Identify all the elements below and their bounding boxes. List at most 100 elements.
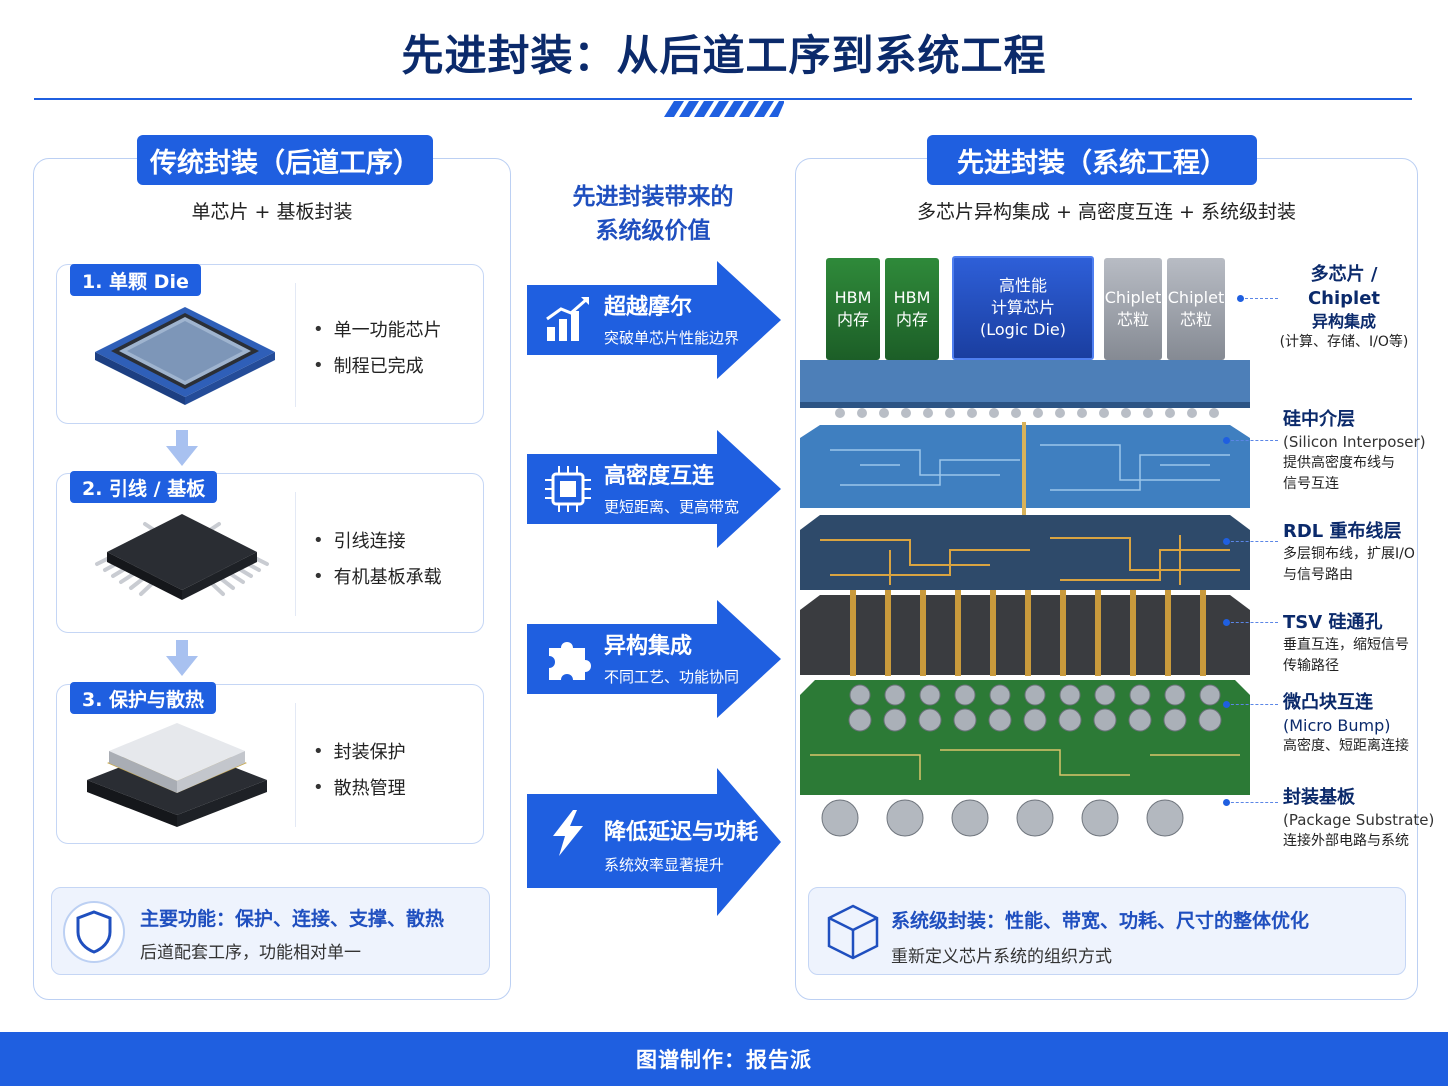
callout-chiplet: 多芯片 / Chiplet 异构集成 (计算、存储、I/O等) [1278, 263, 1410, 353]
advanced-packaging-subtitle: 多芯片异构集成 + 高密度互连 + 系统级封装 [917, 201, 1296, 223]
callout-desc: (计算、存储、I/O等) [1279, 334, 1409, 350]
down-arrow-icon [166, 640, 198, 676]
bullet-item: 制程已完成 [313, 347, 442, 383]
traditional-packaging-tag: 传统封装（后道工序） [137, 135, 433, 185]
advanced-summary-note: 系统级封装：性能、带宽、功耗、尺寸的整体优化 重新定义芯片系统的组织方式 [808, 887, 1406, 975]
callout-desc: 提供高密度布线与 [1283, 455, 1395, 471]
note-text: 重新定义芯片系统的组织方式 [891, 947, 1112, 967]
qfp-package-icon [95, 514, 269, 600]
benefit-title: 降低延迟与功耗 [604, 820, 759, 845]
callout-title: 多芯片 / Chiplet [1307, 264, 1381, 309]
center-heading-line1: 先进封装带来的 [572, 184, 734, 210]
callout-desc: 垂直互连，缩短信号 [1283, 637, 1409, 653]
cube-icon [827, 904, 879, 960]
traditional-summary-note: 主要功能：保护、连接、支撑、散热 后道配套工序，功能相对单一 [51, 887, 490, 975]
benefit-high-density-interconnect: 高密度互连 更短距离、更高带宽 [527, 430, 785, 548]
callout-dot [1223, 619, 1230, 626]
step-label-single-die: 1. 单颗 Die [70, 264, 201, 296]
callout-dot [1237, 295, 1244, 302]
step-bullets: 引线连接 有机基板承载 [313, 522, 442, 594]
title-divider [34, 98, 1412, 100]
bullet-item: 有机基板承载 [313, 558, 442, 594]
callout-dot [1223, 701, 1230, 708]
callout-desc: 连接外部电路与系统 [1283, 833, 1409, 849]
callout-title: 微凸块互连 [1283, 692, 1373, 713]
step-bullets: 封装保护 散热管理 [313, 733, 406, 805]
page-title: 先进封装：从后道工序到系统工程 [401, 31, 1047, 80]
bullet-item: 散热管理 [313, 769, 406, 805]
callout-dot [1223, 799, 1230, 806]
callout-leader [1226, 802, 1278, 803]
callout-desc: 与信号路由 [1283, 567, 1353, 583]
callout-leader [1226, 704, 1278, 705]
down-arrow-icon [166, 430, 198, 466]
chip-label: Chiplet [1167, 288, 1225, 307]
advanced-packaging-tag: 先进封装（系统工程） [927, 135, 1257, 185]
chiplet-chip: Chiplet 芯粒 [1104, 258, 1162, 360]
callout-en: 异构集成 [1311, 312, 1376, 331]
step-label-wire-bond: 2. 引线 / 基板 [70, 471, 218, 503]
callout-micro-bump: 微凸块互连 (Micro Bump) 高密度、短距离连接 [1283, 691, 1409, 757]
single-die-icon [95, 307, 275, 405]
note-title: 主要功能：保护、连接、支撑、散热 [140, 908, 445, 930]
traditional-packaging-subtitle: 单芯片 + 基板封装 [191, 201, 353, 223]
logic-die-chip: 高性能计算芯片 (Logic Die) [952, 256, 1094, 360]
bullet-item: 单一功能芯片 [313, 311, 442, 347]
callout-title: 硅中介层 [1283, 409, 1355, 430]
step-divider [295, 703, 296, 827]
chip-label: Chiplet [1104, 288, 1162, 307]
center-heading-line2: 系统级价值 [595, 218, 711, 244]
callout-leader [1240, 298, 1278, 299]
callout-package-substrate: 封装基板 (Package Substrate) 连接外部电路与系统 [1283, 786, 1434, 852]
chip-label: 计算芯片 [990, 298, 1055, 317]
chip-label: (Logic Die) [980, 320, 1066, 339]
callout-desc: 信号互连 [1283, 476, 1339, 492]
callout-silicon-interposer: 硅中介层 (Silicon Interposer) 提供高密度布线与 信号互连 [1283, 408, 1426, 495]
lightning-icon [553, 810, 583, 856]
layer-stack-illustration [800, 360, 1250, 837]
chip-label: 高性能 [998, 276, 1047, 295]
callout-tsv: TSV 硅通孔 垂直互连，缩短信号 传输路径 [1283, 611, 1409, 677]
callout-dot [1223, 538, 1230, 545]
callout-desc: 高密度、短距离连接 [1283, 738, 1409, 754]
hbm-memory-chip: HBM 内存 [885, 258, 939, 360]
callout-desc: 多层铜布线，扩展I/O [1283, 546, 1415, 562]
benefit-title: 异构集成 [604, 634, 693, 659]
footer-credit: 图谱制作：报告派 [0, 1032, 1448, 1086]
hbm-memory-chip: HBM 内存 [826, 258, 880, 360]
title-stripes-decoration [664, 101, 784, 117]
chip-label: 内存 [895, 310, 928, 329]
benefit-beyond-moore: 超越摩尔 突破单芯片性能边界 [527, 261, 785, 379]
growth-chart-icon [546, 297, 589, 341]
chip-label: 内存 [836, 310, 869, 329]
callout-en: (Silicon Interposer) [1283, 433, 1426, 451]
callout-title: 封装基板 [1283, 787, 1355, 808]
shield-icon [63, 901, 125, 963]
callout-leader [1226, 622, 1278, 623]
benefit-subtitle: 不同工艺、功能协同 [604, 668, 740, 686]
bullet-item: 封装保护 [313, 733, 406, 769]
chip-label: HBM [834, 288, 872, 307]
exploded-package-stack: HBM 内存 HBM 内存 高性能计算芯片 (Logic Die) Chiplet 芯粒… [800, 250, 1260, 840]
callout-en: (Micro Bump) [1283, 716, 1391, 735]
puzzle-icon [549, 642, 591, 680]
callout-en: (Package Substrate) [1283, 811, 1435, 829]
step-bullets: 单一功能芯片 制程已完成 [313, 311, 442, 383]
note-title: 系统级封装：性能、带宽、功耗、尺寸的整体优化 [891, 910, 1310, 932]
callout-leader [1226, 440, 1278, 441]
heat-spreader-package-icon [87, 723, 267, 827]
bullet-item: 引线连接 [313, 522, 442, 558]
center-heading: 先进封装带来的 系统级价值 [548, 180, 758, 248]
callout-rdl: RDL 重布线层 多层铜布线，扩展I/O 与信号路由 [1283, 520, 1415, 586]
note-text: 后道配套工序，功能相对单一 [140, 943, 361, 963]
benefit-subtitle: 更短距离、更高带宽 [604, 498, 740, 516]
benefit-heterogeneous-integration: 异构集成 不同工艺、功能协同 [527, 600, 785, 718]
benefit-subtitle: 突破单芯片性能边界 [604, 329, 740, 347]
benefit-title: 超越摩尔 [604, 295, 693, 320]
step-label-protection: 3. 保护与散热 [70, 682, 217, 714]
callout-title: RDL 重布线层 [1283, 521, 1402, 542]
chip-label: HBM [893, 288, 931, 307]
chip-label: 芯粒 [1116, 310, 1149, 329]
benefit-title: 高密度互连 [604, 464, 715, 489]
